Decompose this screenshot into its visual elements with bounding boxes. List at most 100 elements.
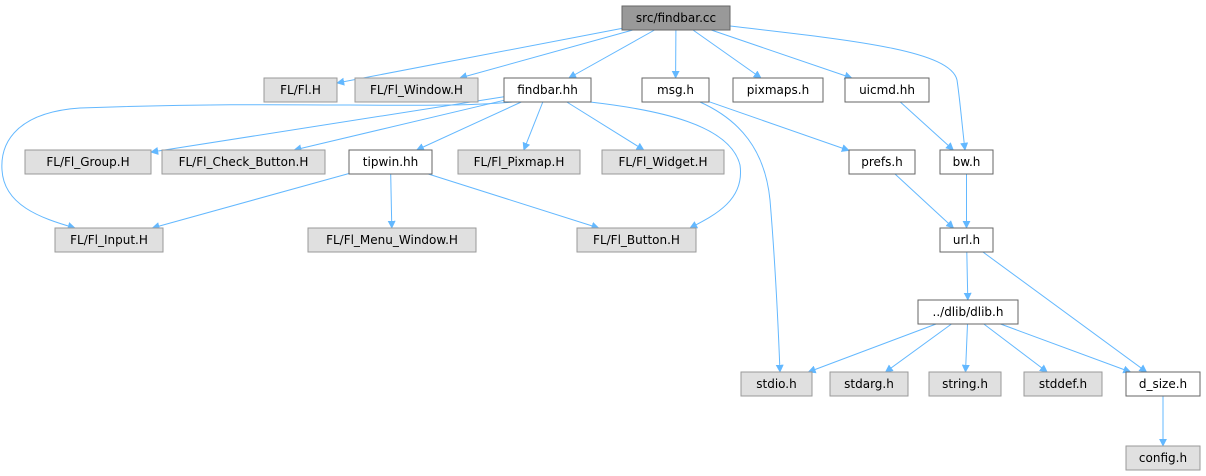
node-fl_button[interactable]: FL/Fl_Button.H (576, 227, 697, 253)
node-label: string.h (942, 377, 988, 391)
node-label: config.h (1139, 451, 1187, 465)
node-box (844, 77, 930, 103)
node-box (928, 371, 1002, 397)
node-label: FL/Fl_Pixmap.H (474, 155, 565, 169)
node-label: findbar.hh (517, 83, 578, 97)
edge-findbar_hh-to-tipwin_hh (415, 101, 522, 151)
node-box (1125, 371, 1201, 397)
edge-tipwin_hh-to-fl_button (428, 173, 600, 230)
node-d_size_h[interactable]: d_size.h (1125, 371, 1201, 397)
node-dlib_h[interactable]: ../dlib/dlib.h (917, 299, 1019, 325)
edge-findbar_cc-to-findbar_hh (568, 29, 655, 79)
node-tipwin_hh[interactable]: tipwin.hh (348, 149, 433, 175)
node-box (939, 149, 994, 175)
node-box (641, 77, 710, 103)
node-fl_input[interactable]: FL/Fl_Input.H (54, 227, 164, 253)
edge-url_h-to-d_size_h (982, 251, 1148, 373)
node-label: FL/Fl_Check_Button.H (179, 155, 309, 169)
node-label: FL/Fl_Widget.H (619, 155, 708, 169)
edge-dlib_h-to-stdarg_h (884, 323, 952, 373)
node-box (621, 5, 731, 31)
node-label: url.h (953, 233, 980, 247)
edge-prefs_h-to-url_h (894, 173, 955, 229)
node-config_h[interactable]: config.h (1125, 445, 1201, 471)
edge-url_h-to-dlib_h (963, 251, 972, 301)
node-fl_menu_window[interactable]: FL/Fl_Menu_Window.H (307, 227, 477, 253)
node-label: prefs.h (861, 155, 903, 169)
node-box (601, 149, 725, 175)
node-label: FL/Fl_Window.H (370, 83, 463, 97)
node-label: msg.h (657, 83, 694, 97)
node-fl_widget[interactable]: FL/Fl_Widget.H (601, 149, 725, 175)
edge-uicmd_hh-to-bw_h (899, 101, 954, 151)
edge-dlib_h-to-stdio_h (807, 323, 937, 374)
node-msg_h[interactable]: msg.h (641, 77, 710, 103)
edge-msg_h-to-stdio_h (699, 101, 784, 373)
node-label: pixmaps.h (747, 83, 809, 97)
edge-findbar_hh-to-fl_widget (566, 101, 645, 151)
node-box (1125, 445, 1201, 471)
node-label: FL/Fl_Menu_Window.H (326, 233, 458, 247)
node-label: d_size.h (1139, 377, 1187, 391)
node-box (829, 371, 909, 397)
node-fl_window[interactable]: FL/Fl_Window.H (354, 77, 479, 103)
node-fl_group[interactable]: FL/Fl_Group.H (24, 149, 152, 175)
node-box (576, 227, 697, 253)
node-box (848, 149, 916, 175)
node-label: bw.h (953, 155, 981, 169)
node-uicmd_hh[interactable]: uicmd.hh (844, 77, 930, 103)
node-label: stddef.h (1039, 377, 1087, 391)
node-box (24, 149, 152, 175)
edges-layer (1, 25, 1167, 447)
node-fl_check[interactable]: FL/Fl_Check_Button.H (161, 149, 326, 175)
edge-findbar_hh-to-fl_input (1, 101, 514, 230)
node-label: FL/Fl_Group.H (46, 155, 129, 169)
node-box (54, 227, 164, 253)
node-label: FL/Fl.H (280, 83, 321, 97)
node-box (917, 299, 1019, 325)
node-box (732, 77, 824, 103)
edge-dlib_h-to-stddef_h (983, 323, 1048, 373)
node-prefs_h[interactable]: prefs.h (848, 149, 916, 175)
node-box (161, 149, 326, 175)
node-label: stdarg.h (844, 377, 894, 391)
node-box (348, 149, 433, 175)
node-box (503, 77, 592, 103)
node-box (263, 77, 338, 103)
node-box (307, 227, 477, 253)
edge-findbar_cc-to-fl_h (336, 27, 623, 86)
edge-findbar_cc-to-pixmaps_h (692, 29, 762, 79)
edge-findbar_hh-to-fl_pixmap (522, 101, 544, 151)
node-label: FL/Fl_Input.H (70, 233, 148, 247)
node-box (1023, 371, 1103, 397)
node-box (354, 77, 479, 103)
node-box (939, 227, 994, 253)
node-fl_pixmap[interactable]: FL/Fl_Pixmap.H (457, 149, 581, 175)
node-label: ../dlib/dlib.h (933, 305, 1004, 319)
node-label: src/findbar.cc (636, 11, 716, 25)
node-box (457, 149, 581, 175)
node-findbar_cc[interactable]: src/findbar.cc (621, 5, 731, 31)
node-fl_h[interactable]: FL/Fl.H (263, 77, 338, 103)
node-stddef_h[interactable]: stddef.h (1023, 371, 1103, 397)
node-box (740, 371, 813, 397)
node-url_h[interactable]: url.h (939, 227, 994, 253)
node-label: uicmd.hh (859, 83, 915, 97)
node-bw_h[interactable]: bw.h (939, 149, 994, 175)
node-pixmaps_h[interactable]: pixmaps.h (732, 77, 824, 103)
node-findbar_hh[interactable]: findbar.hh (503, 77, 592, 103)
edge-findbar_hh-to-fl_button (589, 101, 741, 229)
node-stdio_h[interactable]: stdio.h (740, 371, 813, 397)
node-string_h[interactable]: string.h (928, 371, 1002, 397)
node-stdarg_h[interactable]: stdarg.h (829, 371, 909, 397)
node-label: FL/Fl_Button.H (593, 233, 680, 247)
edge-tipwin_hh-to-fl_input (151, 173, 350, 230)
edge-dlib_h-to-d_size_h (1000, 323, 1132, 374)
edge-dlib_h-to-string_h (961, 323, 970, 373)
edge-findbar_hh-to-fl_group (150, 96, 505, 155)
edge-findbar_cc-to-bw_h (729, 25, 969, 151)
edge-findbar_cc-to-fl_window (459, 29, 633, 80)
edge-tipwin_hh-to-fl_menu_window (387, 173, 396, 229)
